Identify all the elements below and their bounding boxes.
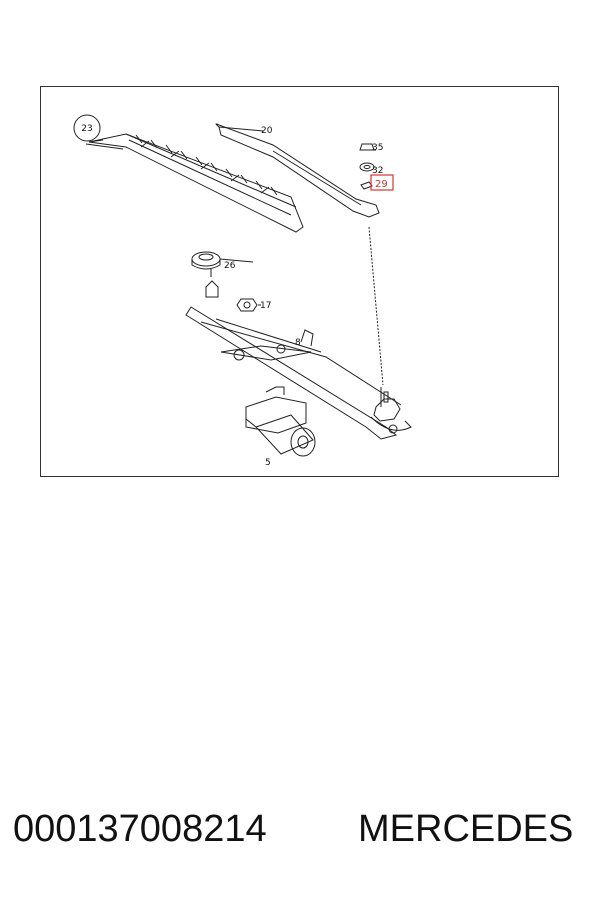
callout-5: 5 — [265, 458, 271, 468]
callout-35: 35 — [372, 143, 383, 153]
wiper-arm — [215, 123, 380, 218]
wiper-blade — [85, 133, 304, 233]
caption: 000137008214 MERCEDES — [0, 808, 600, 858]
nut-17 — [236, 298, 258, 312]
callout-23: 23 — [81, 124, 92, 134]
callout-29: 29 — [375, 179, 388, 190]
cap-29 — [360, 181, 373, 190]
wiper-linkage — [185, 269, 412, 440]
parts-diagram: 23 20 35 32 29 26 17 8 5 — [40, 86, 559, 477]
grommet-26 — [191, 251, 221, 270]
exploded-view-drawing: 23 20 35 32 29 26 17 8 5 — [73, 114, 412, 468]
callout-17: 17 — [260, 301, 271, 311]
washer-32 — [359, 162, 375, 172]
nut-35 — [359, 143, 376, 151]
callout-20: 20 — [261, 126, 273, 136]
highlight-box-29 — [370, 174, 394, 191]
callout-32: 32 — [372, 166, 383, 176]
brand-name: MERCEDES — [358, 808, 574, 850]
callout-8: 8 — [295, 338, 301, 348]
wiper-motor — [245, 386, 316, 457]
callout-26: 26 — [224, 261, 236, 271]
callout-circle-23 — [73, 114, 101, 142]
part-number: 000137008214 — [13, 808, 267, 850]
